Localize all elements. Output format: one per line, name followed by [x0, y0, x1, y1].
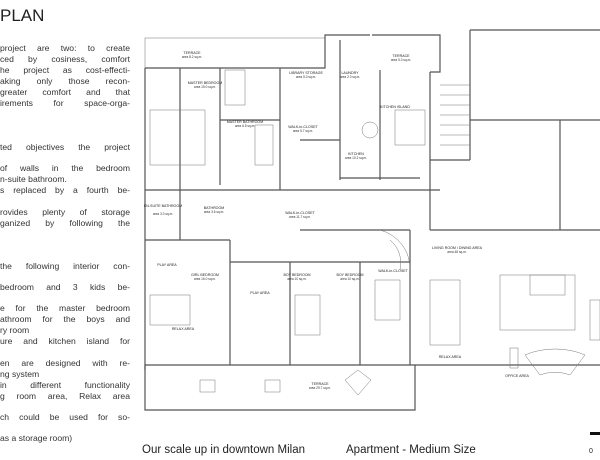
text-line: in different functionality	[0, 380, 130, 390]
text-line: he project as cost-effecti-	[0, 65, 130, 75]
text-line: bedroom and 3 kids be-	[0, 282, 130, 292]
room-name: PLAY AREA	[157, 263, 177, 267]
room-name: TERRACE	[183, 51, 201, 55]
room-name: RELAX AREA	[172, 327, 195, 331]
room-name: RELAX AREA	[439, 355, 462, 359]
room-name: MASTER BATHROOM	[227, 120, 263, 124]
text-line: of walls in the bedroom	[0, 163, 130, 173]
text-line: ure and kitchen island for	[0, 336, 130, 346]
room-area: area 10 sq.m.	[287, 277, 307, 281]
room-name: OFFICE AREA	[505, 374, 529, 378]
furniture	[149, 69, 600, 396]
scale-zero-label: 0	[589, 448, 593, 455]
room-name: BOY BEDROOM	[336, 273, 363, 277]
text-line: rovides plenty of storage	[0, 207, 130, 217]
room-name: GIRL BEDROOM	[191, 273, 219, 277]
text-line: s replaced by a fourth be-	[0, 185, 130, 195]
room-area: area 6.5 sq.m.	[235, 124, 255, 128]
room-area: area 15.0 sq.m.	[194, 85, 216, 89]
text-line: ted objectives the project	[0, 142, 130, 152]
room-area: area 5.7 sq.m.	[293, 129, 313, 133]
room-name: TERRACE	[311, 382, 329, 386]
room-name: KITCHEN	[348, 152, 364, 156]
room-area: area 10.2 sq.m.	[345, 156, 367, 160]
room-name: KITCHEN ISLAND	[380, 105, 410, 109]
room-name: LAUNDRY	[341, 71, 359, 75]
text-line: irements for space-orga-	[0, 98, 130, 108]
room-name: BATHROOM	[204, 206, 225, 210]
room-area: area 10 sq.m.	[340, 277, 360, 281]
room-area: area 16.0 sq.m.	[194, 277, 216, 281]
room-name: EN-SUITE BATHROOM	[144, 204, 182, 208]
room-name: LIBRARY STORAGE	[289, 71, 323, 75]
room-area: area 48 sq.m.	[447, 250, 467, 254]
text-line: athroom for the boys and	[0, 314, 130, 324]
caption-location: Our scale up in downtown Milan	[142, 444, 305, 456]
text-line: as a storage room)	[0, 433, 73, 443]
text-line: ng system	[0, 369, 40, 379]
room-labels: TERRACE area 8.2 sq.m. MASTER BEDROOM ar…	[144, 51, 530, 390]
room-name: BOY BEDROOM	[283, 273, 310, 277]
caption-apartment-type: Apartment - Medium Size	[346, 444, 476, 456]
room-area: area 3.6 sq.m.	[204, 210, 224, 214]
room-area: area 8.2 sq.m.	[182, 55, 202, 59]
room-name: MASTER BEDROOM	[188, 81, 223, 85]
text-line: g room area, Relax area	[0, 391, 130, 401]
room-name: WALK-in-CLOSET	[285, 211, 315, 215]
page-heading: PLAN	[0, 6, 45, 25]
room-name: LIVING ROOM / DINING AREA	[432, 246, 483, 250]
room-area: area 29.7 sq.m.	[309, 386, 331, 390]
room-area: area 5.0 sq.m.	[391, 58, 411, 62]
scale-bar	[590, 432, 600, 435]
text-line: aking only those recon-	[0, 76, 130, 86]
room-name: WALK-in-CLOSET	[378, 269, 408, 273]
text-line: greater comfort and that	[0, 87, 130, 97]
text-line: en are designed with re-	[0, 358, 130, 368]
text-line: ch could be used for so-	[0, 412, 130, 422]
text-line: project are two: to create	[0, 43, 130, 53]
text-line: the following interior con-	[0, 261, 130, 271]
text-line: e for the master bedroom	[0, 303, 130, 313]
text-line: ganized by following the	[0, 218, 130, 228]
room-area: area 2.0 sq.m.	[340, 75, 360, 79]
room-name: TERRACE	[392, 54, 410, 58]
room-area: area 5.0 sq.m.	[296, 75, 316, 79]
text-line: ced by cosiness, comfort	[0, 54, 130, 64]
room-name: PLAY AREA	[250, 291, 270, 295]
walls	[144, 29, 600, 411]
room-name: WALK-in-CLOSET	[288, 125, 318, 129]
text-line: n-suite bathroom.	[0, 174, 67, 184]
room-area: area 11.7 sq.m.	[289, 215, 311, 219]
text-line: ry room	[0, 325, 30, 335]
room-area: area 3.0 sq.m.	[153, 212, 173, 216]
